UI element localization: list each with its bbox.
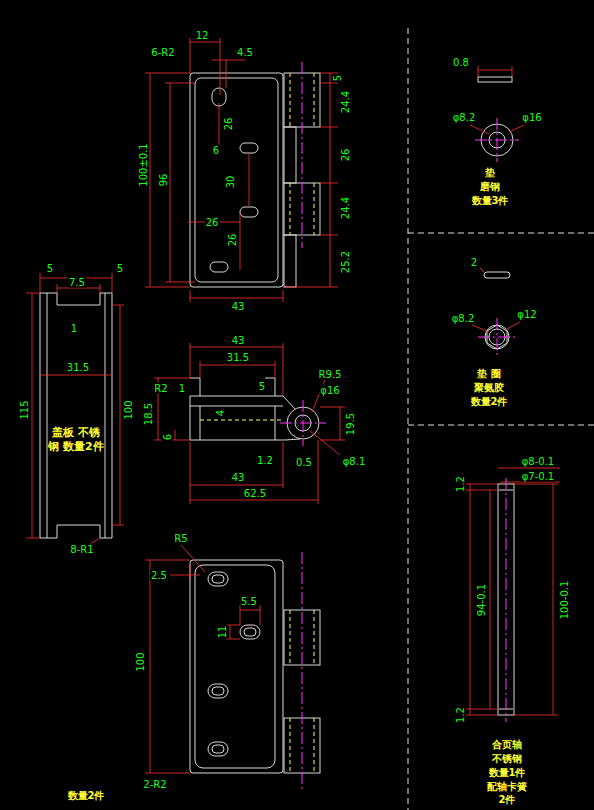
part-note: 聚氨胶 xyxy=(473,382,505,393)
dimension-text: 4 xyxy=(215,409,226,417)
dimension-text: R5 xyxy=(173,533,188,544)
dimension-text: 11 xyxy=(217,625,228,640)
part-note: 配轴卡簧 xyxy=(486,781,528,792)
dimension-text: 62.5 xyxy=(243,488,267,499)
dimension-text: φ8.2 xyxy=(451,313,476,324)
dimension-text: 0.8 xyxy=(452,57,470,68)
dimension-text: φ16 xyxy=(521,112,542,123)
dimension-text: 1.2 xyxy=(256,455,274,466)
part-note: 2件 xyxy=(498,794,517,805)
cover-plate: 盖板 不锈钢 数量2件 xyxy=(48,426,104,454)
part-note: 垫 xyxy=(484,167,496,178)
dimension-text: 2 xyxy=(470,257,478,268)
part-note: 数量1件 xyxy=(488,767,527,778)
dimension-text: 31.5 xyxy=(226,352,250,363)
dimension-text: 4.5 xyxy=(236,47,254,58)
part-note: 数量2件 xyxy=(470,396,509,407)
dimension-text: 2.5 xyxy=(150,570,168,581)
dimension-text: 100±0.1 xyxy=(138,142,149,187)
dimension-text: φ8.1 xyxy=(342,456,367,467)
dimension-text: 19.5 xyxy=(345,412,356,436)
dimension-text: φ7-0.1 xyxy=(521,471,555,482)
dimension-text: 8-R1 xyxy=(69,544,94,555)
part-note: 磨钢 xyxy=(479,181,501,192)
dimension-text: 24.4 xyxy=(340,90,351,114)
part-note: 不锈钢 xyxy=(491,753,523,764)
dimension-text: φ8.2 xyxy=(452,112,477,123)
part-note: 数量2件 xyxy=(67,790,106,801)
dimension-text: 100 xyxy=(123,399,134,420)
dimension-text: 100 xyxy=(135,651,146,672)
dimension-text: 1 xyxy=(178,383,186,394)
dimension-text: 0.5 xyxy=(295,457,313,468)
dimension-text: 25.2 xyxy=(340,250,351,274)
dimension-text: 26 xyxy=(227,233,238,248)
dimension-text: 18.5 xyxy=(143,402,154,426)
dimension-text: 5 xyxy=(46,263,54,274)
dimension-text: 5 xyxy=(258,381,266,392)
dimension-text: 43 xyxy=(231,301,246,312)
dimension-text: 43 xyxy=(231,335,246,346)
dimension-text: φ8-0.1 xyxy=(521,456,555,467)
dimension-text: 1.2 xyxy=(455,706,466,724)
dimension-text: 30 xyxy=(225,175,236,190)
dimension-text: 2-R2 xyxy=(142,779,167,790)
dimension-text: 100-0.1 xyxy=(559,580,570,621)
dimension-text: 24.4 xyxy=(340,196,351,220)
dimension-lines xyxy=(26,38,560,773)
dimension-text: 26 xyxy=(340,148,351,163)
dimension-text: 6-R2 xyxy=(150,47,175,58)
dimension-text: 96 xyxy=(158,173,169,188)
dimension-text: 12 xyxy=(195,30,210,41)
dimension-text: 31.5 xyxy=(66,362,90,373)
part-note: 合页轴 xyxy=(491,739,523,750)
dimension-text: 115 xyxy=(19,399,30,420)
dimension-text: 1.2 xyxy=(455,475,466,493)
centerlines xyxy=(280,62,519,790)
dimension-text: φ16 xyxy=(319,385,340,396)
dimension-text: 5.5 xyxy=(240,596,258,607)
dimension-text: 94-0.1 xyxy=(476,583,487,617)
dimension-text: R9.5 xyxy=(318,369,343,380)
view-separators xyxy=(408,28,594,810)
part-note: 盖板 不锈钢 数量2件 xyxy=(48,426,104,454)
dimension-text: 6 xyxy=(212,145,220,156)
part-outlines xyxy=(40,73,514,773)
dimension-text: 5 xyxy=(116,263,124,274)
dimension-text: 7.5 xyxy=(68,277,86,288)
dimension-text: φ12 xyxy=(516,309,537,320)
dimension-text: 26 xyxy=(223,117,234,132)
part-note: 数量3件 xyxy=(471,195,510,206)
dimension-text: 5 xyxy=(332,74,343,82)
dimension-text: 1 xyxy=(70,323,78,334)
dimension-text: 26 xyxy=(205,217,220,228)
dimension-text: 43 xyxy=(231,472,246,483)
dimension-text: 6 xyxy=(162,433,173,441)
dimension-text: R2 xyxy=(153,383,168,394)
part-note: 垫 圈 xyxy=(476,368,501,379)
